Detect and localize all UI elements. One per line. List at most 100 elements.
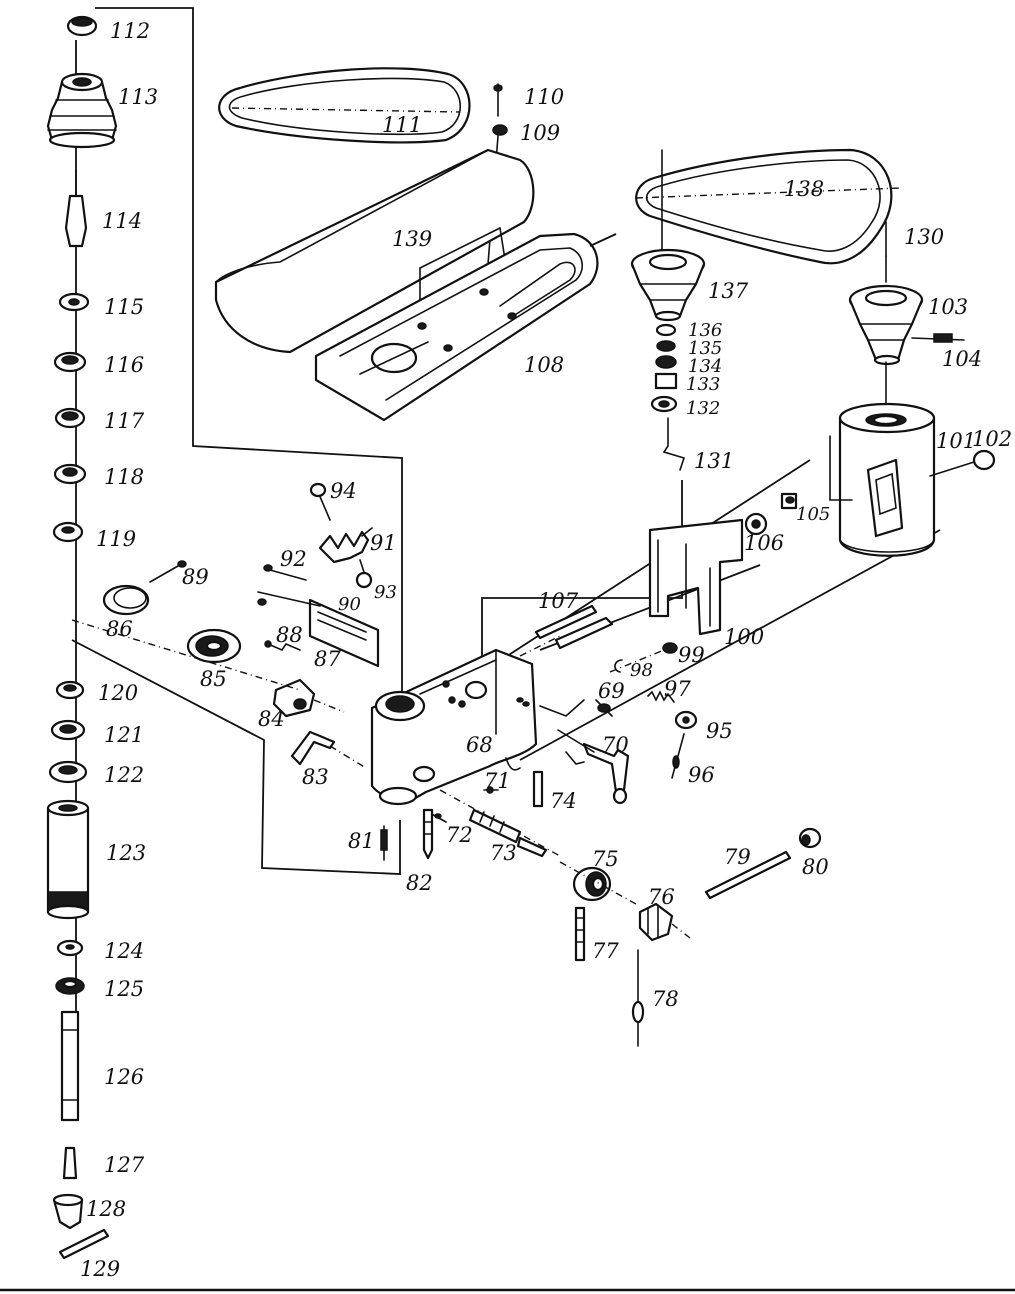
label-115: 115 — [104, 295, 144, 319]
label-137: 137 — [708, 279, 749, 303]
part-120-nut — [57, 682, 83, 698]
part-94-washer — [311, 484, 325, 496]
label-106: 106 — [744, 531, 784, 555]
label-139: 139 — [392, 227, 432, 251]
label-102: 102 — [972, 427, 1012, 451]
label-127: 127 — [104, 1153, 145, 1177]
label-89: 89 — [182, 565, 209, 589]
label-74: 74 — [550, 789, 577, 813]
label-92: 92 — [280, 547, 307, 571]
label-85: 85 — [200, 667, 227, 691]
part-121-washer — [52, 721, 84, 739]
part-131-shaft — [664, 418, 684, 470]
part-111-v-belt — [219, 68, 469, 142]
part-109-knob — [493, 125, 507, 135]
part-125-bearing — [56, 978, 84, 994]
part-105-bushing — [782, 494, 796, 508]
label-96: 96 — [688, 763, 715, 787]
part-81-pin — [381, 826, 387, 860]
label-122: 122 — [104, 763, 144, 787]
part-116-washer — [55, 353, 85, 371]
part-103-motor-pulley — [850, 286, 922, 364]
label-79: 79 — [724, 845, 751, 869]
label-88: 88 — [276, 623, 303, 647]
label-81: 81 — [348, 829, 375, 853]
label-78: 78 — [652, 987, 679, 1011]
label-97: 97 — [664, 677, 691, 701]
label-95: 95 — [706, 719, 733, 743]
label-75: 75 — [592, 847, 619, 871]
part-135-washer — [657, 341, 675, 351]
part-101-pulley-housing — [830, 404, 934, 556]
part-123-quill — [48, 801, 88, 918]
label-110: 110 — [524, 85, 564, 109]
part-68-head-casting — [372, 650, 536, 804]
label-130: 130 — [904, 225, 944, 249]
label-138: 138 — [784, 177, 824, 201]
part-77-pin — [576, 908, 584, 960]
part-113-spindle-pulley — [48, 74, 116, 147]
label-68: 68 — [466, 733, 493, 757]
part-76-spring-cover — [640, 904, 690, 940]
label-69: 69 — [598, 679, 625, 703]
label-71: 71 — [484, 769, 511, 793]
part-114-spline-sleeve — [66, 170, 86, 246]
label-124: 124 — [104, 939, 144, 963]
part-124-washer — [58, 941, 82, 955]
label-120: 120 — [98, 681, 138, 705]
label-99: 99 — [678, 643, 705, 667]
part-138-v-belt — [636, 150, 900, 263]
label-103: 103 — [928, 295, 968, 319]
part-134-bearing — [656, 356, 676, 368]
part-104-set-screw — [912, 334, 964, 342]
label-90: 90 — [338, 594, 361, 615]
label-100: 100 — [724, 625, 764, 649]
label-83: 83 — [302, 765, 329, 789]
label-107: 107 — [538, 589, 579, 613]
part-132-bearing — [652, 397, 676, 411]
part-89-screw — [150, 561, 186, 582]
part-112-nut — [68, 17, 96, 35]
label-80: 80 — [802, 855, 829, 879]
label-72: 72 — [446, 823, 473, 847]
part-115-washer — [60, 294, 88, 310]
part-136-washer — [657, 325, 675, 335]
part-85-depth-scale — [188, 630, 240, 662]
part-78-handle-rod — [633, 950, 643, 1046]
label-114: 114 — [102, 209, 142, 233]
label-126: 126 — [104, 1065, 144, 1089]
label-111: 111 — [382, 113, 422, 137]
label-121: 121 — [104, 723, 144, 747]
label-123: 123 — [106, 841, 146, 865]
part-117-bearing — [56, 409, 84, 427]
label-104: 104 — [942, 347, 982, 371]
part-80-knob — [800, 829, 820, 847]
part-133-spacer — [656, 374, 676, 388]
label-132: 132 — [686, 398, 720, 419]
part-83-lock-handle — [292, 732, 366, 768]
label-112: 112 — [110, 19, 150, 43]
part-95-knob — [676, 712, 696, 728]
part-127-arbor — [64, 1148, 76, 1178]
label-84: 84 — [258, 707, 285, 731]
label-116: 116 — [104, 353, 144, 377]
part-129-chuck-key — [60, 1230, 108, 1258]
label-133: 133 — [686, 374, 720, 395]
label-76: 76 — [648, 885, 675, 909]
label-119: 119 — [96, 527, 136, 551]
label-70: 70 — [602, 733, 629, 757]
part-128-chuck — [54, 1195, 82, 1228]
label-91: 91 — [370, 531, 397, 555]
part-107-rod — [520, 606, 612, 656]
part-82-screw — [424, 810, 432, 858]
label-113: 113 — [118, 85, 158, 109]
label-94: 94 — [330, 479, 357, 503]
label-117: 117 — [104, 409, 145, 433]
label-82: 82 — [406, 871, 433, 895]
part-96-pin — [672, 734, 684, 778]
part-74-key — [534, 772, 542, 806]
label-98: 98 — [630, 660, 653, 681]
label-93: 93 — [374, 582, 397, 603]
part-86-cover-cap — [104, 586, 148, 614]
